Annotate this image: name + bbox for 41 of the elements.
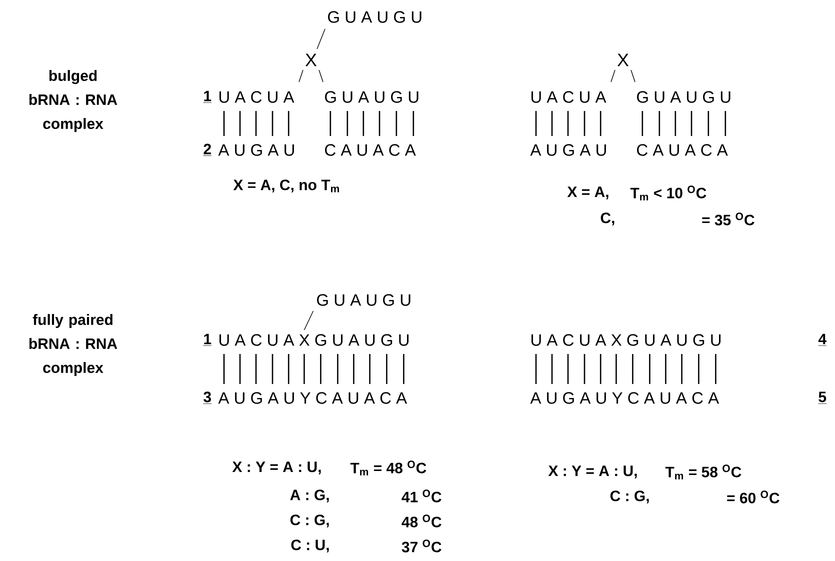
- melting-temperature-text: C : G,: [610, 490, 649, 504]
- strand-number: 4: [818, 334, 827, 346]
- melting-temperature-text: X = A, C, no T$_{m}$: [233, 180, 339, 192]
- nucleotide-label: X: [305, 54, 317, 66]
- melting-temperature-text: A : G,: [290, 490, 329, 502]
- nucleotide-label: X: [617, 54, 629, 66]
- melting-temperature-text: 37 $^{O}$C: [402, 540, 442, 552]
- melting-temperature-text: T$_{m}$ = 58 $^{O}$C: [665, 464, 742, 480]
- strand-number: 1: [203, 90, 212, 103]
- melting-temperature-text: T$_{m}$ < 10 $^{O}$C: [630, 186, 706, 200]
- melting-temperature-text: C : G,: [290, 514, 329, 528]
- melting-temperature-text: C,: [600, 212, 614, 226]
- row-label: bulged bRNA : RNA complex: [29, 70, 118, 132]
- melting-temperature-text: 48 $^{O}$C: [402, 514, 442, 528]
- strand-number: 5: [818, 392, 827, 404]
- melting-temperature-text: X : Y = A : U,: [548, 466, 637, 478]
- sequence-text: G U A U G U: [317, 294, 410, 306]
- strand-number: 2: [203, 144, 212, 156]
- sequence-text: U A C U A: [531, 91, 606, 103]
- sequence-text: C A U A C A: [325, 144, 416, 156]
- sequence-text: U A C U A X G U A U G U: [219, 334, 409, 346]
- sequence-text: A U G A U: [530, 144, 606, 156]
- sequence-text: A U G A U Y C A U A C A: [218, 392, 408, 404]
- sequence-text: C A U A C A: [637, 144, 728, 156]
- strand-number: 3: [203, 392, 212, 404]
- melting-temperature-text: C : U,: [291, 540, 329, 552]
- melting-temperature-text: X : Y = A : U,: [232, 462, 321, 474]
- melting-temperature-text: = 60 $^{O}$C: [727, 490, 780, 504]
- sequence-text: A U G A U: [218, 144, 294, 156]
- melting-temperature-text: = 35 $^{O}$C: [702, 212, 754, 226]
- sequence-text: G U A U G U: [325, 91, 418, 103]
- melting-temperature-text: T$_{m}$ = 48 $^{O}$C: [350, 460, 426, 476]
- melting-temperature-text: X = A,: [567, 186, 608, 200]
- sequence-text: U A C U A: [219, 91, 294, 103]
- row-label: fully paired bRNA : RNA complex: [29, 314, 118, 376]
- sequence-text: G U A U G U: [637, 91, 730, 103]
- strand-number: 1: [203, 334, 212, 346]
- sequence-text: A U G A U Y C A U A C A: [530, 392, 720, 404]
- sequence-text: U A C U A X G U A U G U: [531, 334, 721, 346]
- melting-temperature-text: 41 $^{O}$C: [402, 490, 442, 502]
- sequence-text: G U A U G U: [328, 11, 422, 23]
